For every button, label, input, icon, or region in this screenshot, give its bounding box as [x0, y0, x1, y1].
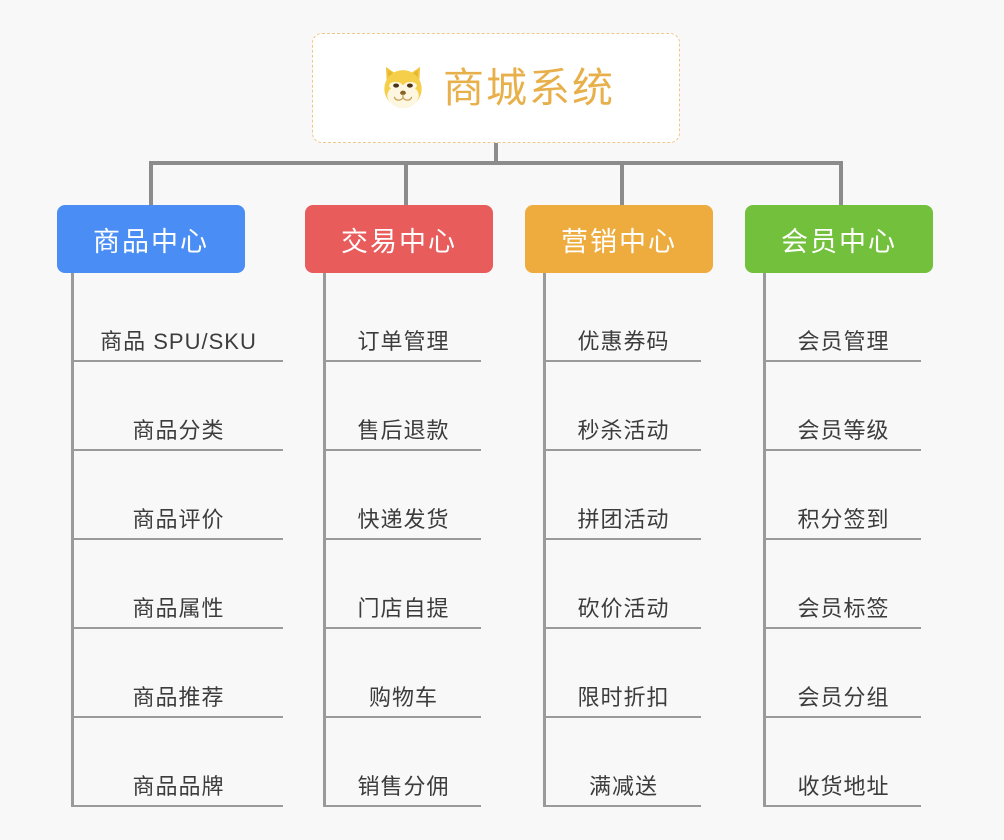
leaf-label: 订单管理	[357, 328, 450, 354]
leaf-label: 商品推荐	[132, 684, 225, 710]
leaf-label: 满减送	[588, 773, 658, 799]
leaf-label: 售后退款	[357, 417, 450, 443]
leaf-label: 商品 SPU/SKU	[100, 328, 257, 354]
leaf-label: 门店自提	[357, 595, 450, 621]
category-label-3: 会员中心	[781, 226, 897, 257]
connector-drop-0	[149, 161, 153, 206]
list-item[interactable]: 快递发货	[326, 451, 481, 540]
list-item[interactable]: 订单管理	[326, 273, 481, 362]
connector-root-stem	[494, 143, 498, 164]
shiba-inu-dog-icon	[384, 66, 422, 109]
connector-drop-2	[620, 161, 624, 206]
leaf-label: 快递发货	[357, 506, 450, 532]
list-item[interactable]: 会员分组	[766, 629, 921, 718]
list-item[interactable]: 满减送	[546, 718, 701, 807]
leaf-label: 商品品牌	[132, 773, 225, 799]
leaf-label: 商品分类	[132, 417, 225, 443]
leaf-label: 会员管理	[797, 328, 890, 354]
list-item[interactable]: 积分签到	[766, 451, 921, 540]
root-title: 商城系统	[443, 64, 615, 111]
category-label-2: 营销中心	[561, 226, 677, 257]
leaf-column-2: 优惠券码 秒杀活动 拼团活动 砍价活动 限时折扣 满减送	[543, 273, 701, 807]
list-item[interactable]: 门店自提	[326, 540, 481, 629]
category-box-0[interactable]: 商品中心	[57, 205, 245, 273]
list-item[interactable]: 商品推荐	[74, 629, 283, 718]
category-label-1: 交易中心	[341, 226, 457, 257]
list-item[interactable]: 销售分佣	[326, 718, 481, 807]
leaf-label: 会员分组	[797, 684, 890, 710]
list-item[interactable]: 秒杀活动	[546, 362, 701, 451]
leaf-label: 销售分佣	[357, 773, 450, 799]
list-item[interactable]: 商品分类	[74, 362, 283, 451]
leaf-label: 商品属性	[132, 595, 225, 621]
leaf-label: 秒杀活动	[577, 417, 670, 443]
root-node[interactable]: 商城系统	[312, 33, 680, 143]
leaf-column-0: 商品 SPU/SKU 商品分类 商品评价 商品属性 商品推荐 商品品牌	[71, 273, 283, 807]
leaf-column-3: 会员管理 会员等级 积分签到 会员标签 会员分组 收货地址	[763, 273, 921, 807]
category-box-3[interactable]: 会员中心	[745, 205, 933, 273]
category-label-0: 商品中心	[93, 226, 209, 257]
list-item[interactable]: 售后退款	[326, 362, 481, 451]
list-item[interactable]: 会员管理	[766, 273, 921, 362]
connector-horizontal-bar	[149, 161, 843, 165]
leaf-column-1: 订单管理 售后退款 快递发货 门店自提 购物车 销售分佣	[323, 273, 481, 807]
connector-drop-3	[839, 161, 843, 206]
list-item[interactable]: 限时折扣	[546, 629, 701, 718]
list-item[interactable]: 商品属性	[74, 540, 283, 629]
connector-drop-1	[404, 161, 408, 206]
list-item[interactable]: 砍价活动	[546, 540, 701, 629]
leaf-label: 优惠券码	[577, 328, 670, 354]
list-item[interactable]: 收货地址	[766, 718, 921, 807]
leaf-label: 砍价活动	[577, 595, 670, 621]
list-item[interactable]: 会员等级	[766, 362, 921, 451]
leaf-label: 收货地址	[797, 773, 890, 799]
list-item[interactable]: 优惠券码	[546, 273, 701, 362]
leaf-label: 限时折扣	[577, 684, 670, 710]
leaf-label: 购物车	[368, 684, 438, 710]
leaf-label: 会员等级	[797, 417, 890, 443]
leaf-label: 积分签到	[797, 506, 890, 532]
list-item[interactable]: 商品品牌	[74, 718, 283, 807]
list-item[interactable]: 会员标签	[766, 540, 921, 629]
list-item[interactable]: 拼团活动	[546, 451, 701, 540]
list-item[interactable]: 商品评价	[74, 451, 283, 540]
list-item[interactable]: 购物车	[326, 629, 481, 718]
category-box-1[interactable]: 交易中心	[305, 205, 493, 273]
leaf-label: 会员标签	[797, 595, 890, 621]
list-item[interactable]: 商品 SPU/SKU	[74, 273, 283, 362]
leaf-label: 商品评价	[132, 506, 225, 532]
category-box-2[interactable]: 营销中心	[525, 205, 713, 273]
leaf-label: 拼团活动	[577, 506, 670, 532]
